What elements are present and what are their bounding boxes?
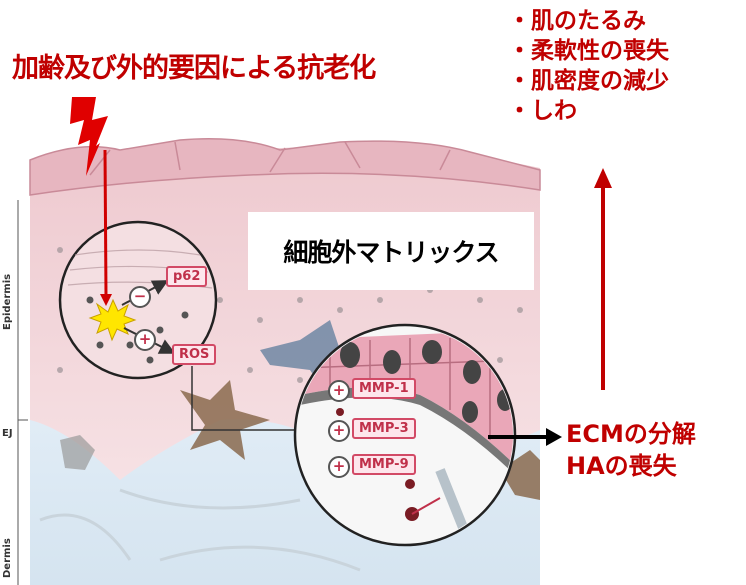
minus-sign-icon: −: [129, 286, 151, 308]
mmp1-marker: MMP-1: [352, 378, 416, 399]
melanocyte-cell: [180, 380, 270, 460]
stratum-corneum: [29, 138, 541, 196]
epidermis-label: Epidermis: [2, 273, 13, 330]
damage-starburst: [88, 298, 137, 342]
ecm-callout-box: 細胞外マトリックス: [248, 212, 534, 290]
langerhans-cell: [260, 320, 380, 400]
dermis-label: Dermis: [2, 538, 13, 578]
p62-marker: p62: [166, 266, 208, 287]
page-title: 加齢及び外的要因による抗老化: [12, 53, 376, 84]
plus-sign-icon: +: [328, 380, 350, 402]
effect-item: ・肌のたるみ: [508, 8, 646, 34]
outcome-item: HAの喪失: [566, 452, 677, 480]
plus-sign-icon: +: [328, 420, 350, 442]
plus-sign-icon: +: [134, 329, 156, 351]
outcome-item: ECMの分解: [566, 420, 696, 448]
effect-item: ・肌密度の減少: [508, 68, 669, 94]
ej-label: EJ: [2, 428, 13, 439]
plus-sign-icon: +: [328, 456, 350, 478]
ecm-callout-label: 細胞外マトリックス: [283, 238, 499, 267]
lightning-icon: [70, 97, 108, 176]
aging-effects-list: ・肌のたるみ ・柔軟性の喪失 ・肌密度の減少 ・しわ: [508, 6, 669, 126]
effect-item: ・しわ: [508, 98, 577, 124]
effect-item: ・柔軟性の喪失: [508, 38, 669, 64]
mmp9-marker: MMP-9: [352, 454, 416, 475]
ros-marker: ROS: [172, 344, 217, 365]
outcome-text: ECMの分解 HAの喪失: [566, 418, 696, 482]
mmp3-marker: MMP-3: [352, 418, 416, 439]
